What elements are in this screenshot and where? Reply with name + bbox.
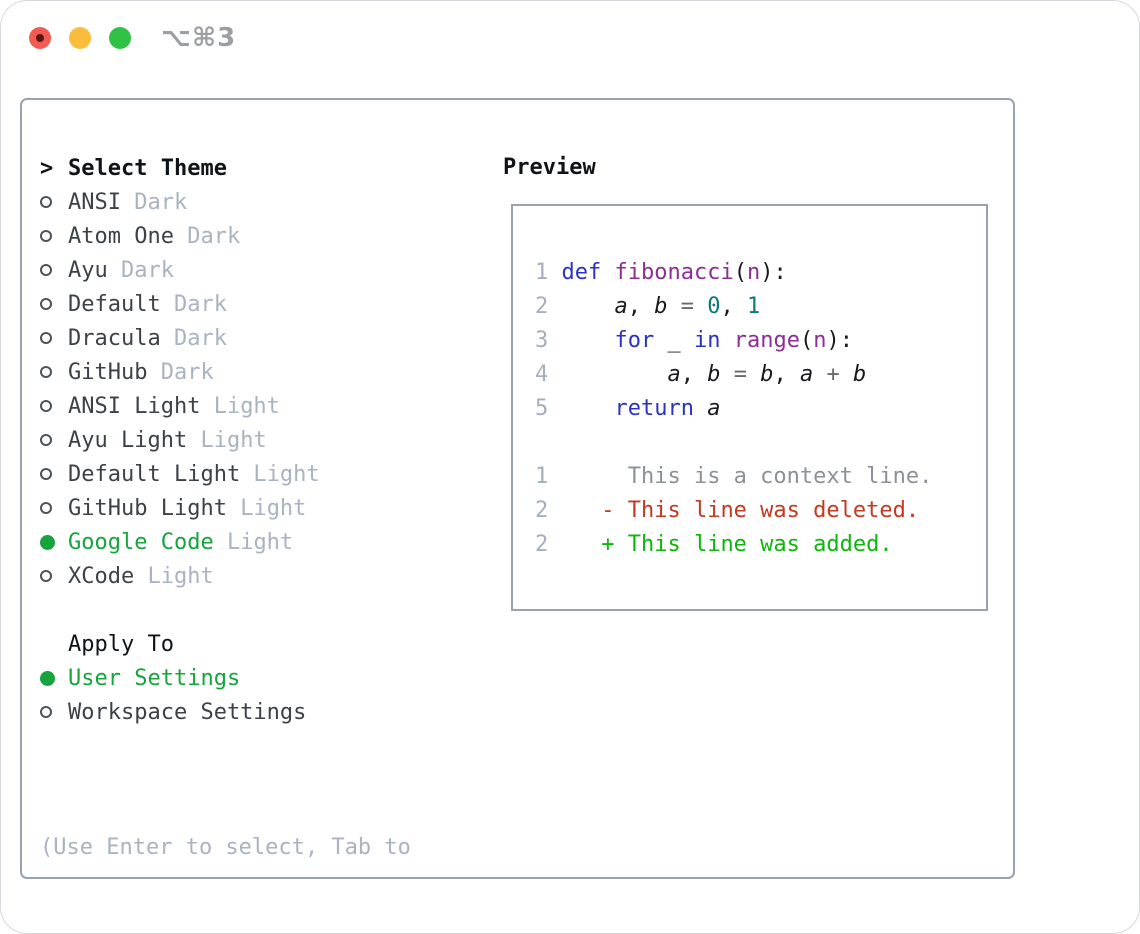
radio-icon [40,196,52,208]
radio-selected-icon [40,670,55,686]
traffic-lights [29,27,131,49]
theme-variant: Dark [160,291,227,317]
theme-variant: Light [240,461,320,487]
theme-item-github[interactable]: GitHub Dark [22,355,492,389]
code-line: 4 a, b = b, a + b [535,362,867,387]
theme-item-default[interactable]: Default Dark [22,287,492,321]
minimize-button[interactable] [69,27,91,49]
theme-name: Ayu [68,257,108,283]
theme-item-default-light[interactable]: Default Light Light [22,457,492,491]
theme-item-ansi-light[interactable]: ANSI Light Light [22,389,492,423]
theme-variant: Light [200,393,280,419]
spacer [22,593,492,627]
theme-item-ayu[interactable]: Ayu Dark [22,253,492,287]
radio-icon [40,264,52,276]
diff-text: This is a context line. [561,464,933,489]
theme-variant: Dark [173,223,241,249]
theme-name: Dracula [68,325,161,351]
line-number: 2 [535,532,549,557]
theme-variant: Light [187,427,267,453]
apply-option-user-settings[interactable]: User Settings [22,661,492,695]
theme-item-xcode[interactable]: XCode Light [22,559,492,593]
radio-icon [40,468,52,480]
theme-item-ansi[interactable]: ANSI Dark [22,185,492,219]
diff-line-added: 2 + This line was added. [535,528,986,562]
close-button-dot-icon [36,34,44,42]
theme-variant: Dark [147,359,214,385]
titlebar: ⌥⌘3 [1,1,1139,75]
line-number: 2 [535,498,549,523]
theme-variant: Light [213,529,294,555]
apply-to-title: Apply To [68,631,174,657]
apply-option-workspace-settings[interactable]: Workspace Settings [22,695,492,729]
apply-option-label: User Settings [68,665,241,691]
diff-text: + This line was added. [561,532,893,557]
radio-icon [40,502,52,514]
select-theme-title: Select Theme [68,155,227,181]
theme-name: ANSI Light [68,393,201,419]
code-line: 5 return a [535,396,721,421]
select-theme-header: > Select Theme [22,151,492,185]
code-line: 3 for _ in range(n): [535,328,853,353]
code-line: 1 def fibonacci(n): [535,260,787,285]
cursor-arrow-icon: > [40,155,54,181]
line-number: 1 [535,464,549,489]
diff-preview: 1 This is a context line.2 - This line w… [535,460,986,562]
diff-line-deleted: 2 - This line was deleted. [535,494,986,528]
theme-name: XCode [68,563,135,589]
blank-line [535,426,986,460]
radio-icon [40,230,52,242]
window-title: ⌥⌘3 [161,23,237,53]
radio-selected-icon [40,534,55,550]
theme-name: ANSI [68,189,121,215]
diff-line-context: 1 This is a context line. [535,460,986,494]
help-text-line-1: (Use Enter to select, Tab to [40,835,411,860]
theme-item-google-code[interactable]: Google Code Light [22,525,492,559]
line-number: 3 [535,328,549,353]
theme-variant: Light [226,495,307,521]
code-line: 2 a, b = 0, 1 [535,294,761,319]
maximize-button[interactable] [109,27,131,49]
line-number: 1 [535,260,549,285]
radio-icon [40,434,52,446]
preview-title: Preview [503,155,596,180]
diff-text: - This line was deleted. [561,498,920,523]
line-number: 4 [535,362,549,387]
close-button[interactable] [29,27,51,49]
apply-to-header: Apply To [22,627,492,661]
theme-name: Google Code [68,529,214,555]
line-number: 2 [535,294,549,319]
preview-pane: 1 def fibonacci(n): 2 a, b = 0, 1 3 for _ … [511,204,988,611]
theme-variant: Light [134,563,214,589]
line-number: 5 [535,396,549,421]
theme-variant: Dark [107,257,174,283]
theme-variant: Dark [120,189,188,215]
theme-name: GitHub [68,359,148,385]
radio-icon [40,400,52,412]
code-preview: 1 def fibonacci(n): 2 a, b = 0, 1 3 for _ … [535,256,986,426]
theme-name: Default Light [68,461,241,487]
radio-icon [40,706,52,718]
theme-name: GitHub Light [68,495,227,521]
theme-name: Ayu Light [68,427,188,453]
radio-icon [40,298,52,310]
theme-name: Default [68,291,161,317]
theme-item-github-light[interactable]: GitHub Light Light [22,491,492,525]
theme-name: Atom One [68,223,174,249]
theme-item-atom-one[interactable]: Atom One Dark [22,219,492,253]
theme-item-ayu-light[interactable]: Ayu Light Light [22,423,492,457]
radio-icon [40,366,52,378]
spacer [22,729,492,763]
theme-item-dracula[interactable]: Dracula Dark [22,321,492,355]
radio-icon [40,570,52,582]
radio-icon [40,332,52,344]
apply-option-label: Workspace Settings [68,699,307,725]
theme-variant: Dark [160,325,227,351]
help-text: (Use Enter to select, Tab to change focu… [22,763,492,933]
